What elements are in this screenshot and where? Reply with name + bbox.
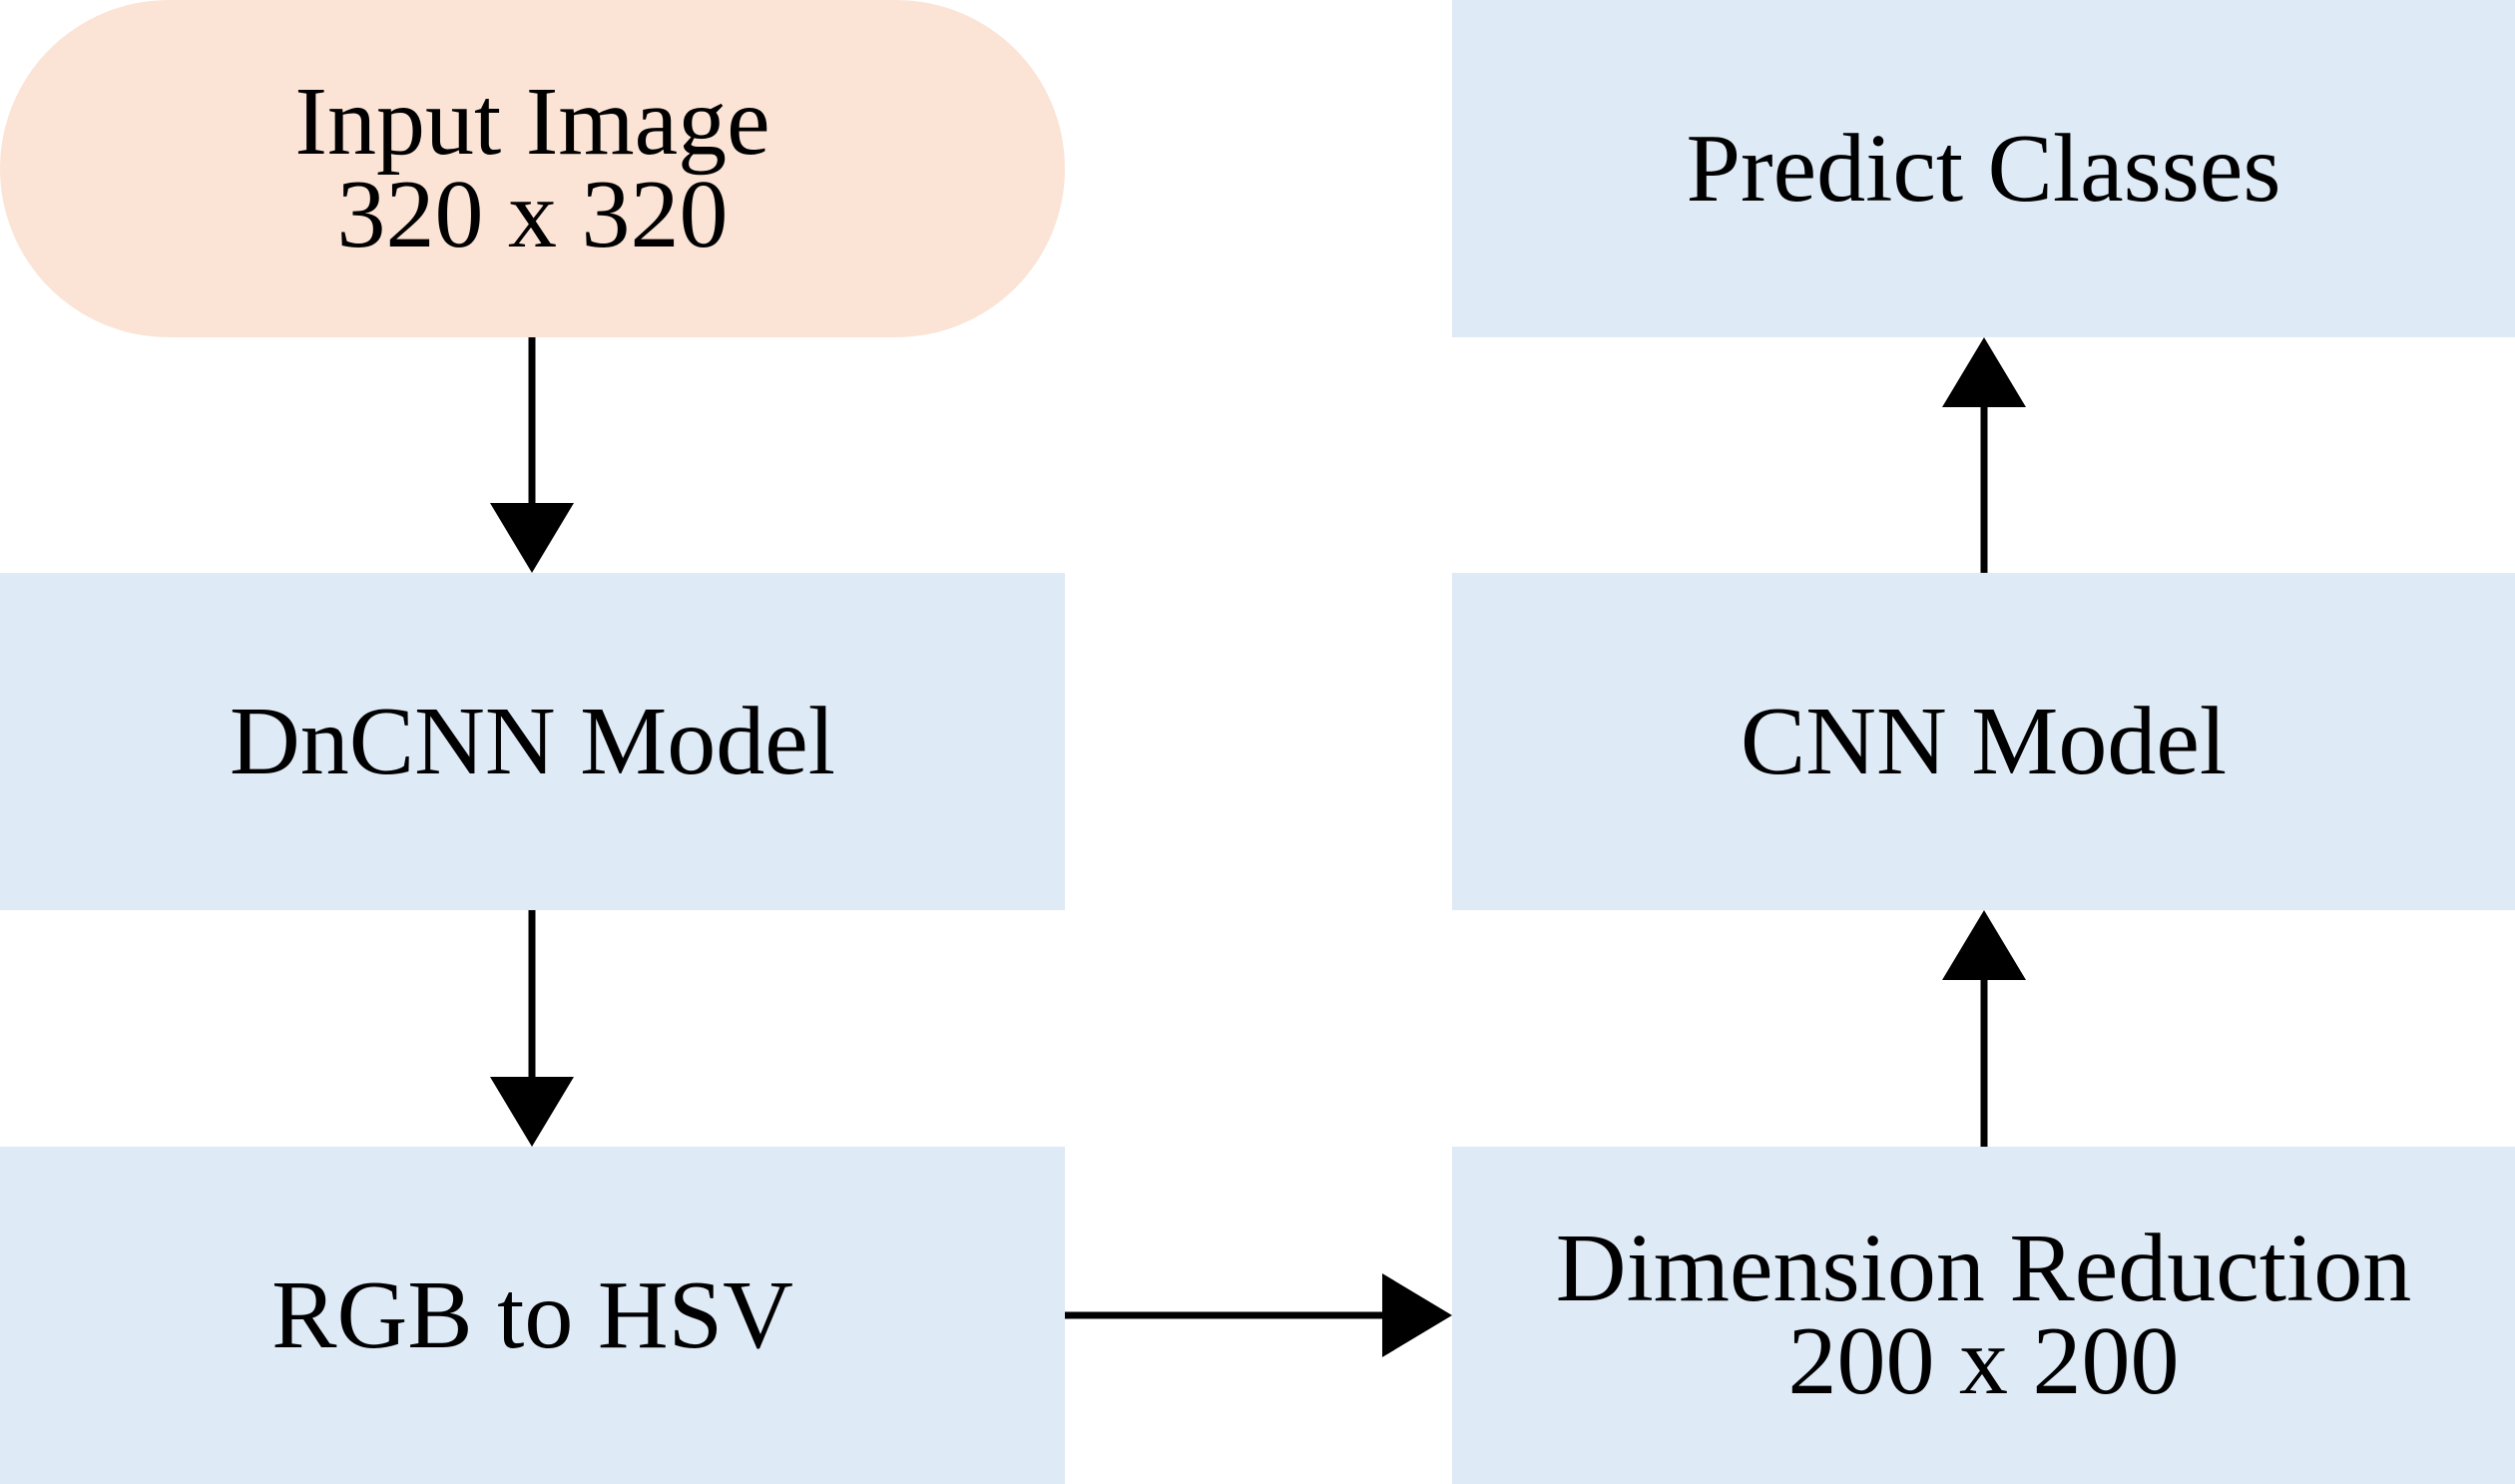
input-image-node: Input Image 320 x 320	[0, 0, 1065, 337]
arrow-rgb-to-dimension	[1065, 1273, 1452, 1357]
rgb-to-hsv-label: RGB to HSV	[271, 1260, 793, 1369]
arrow-dncnn-to-rgb	[490, 910, 574, 1147]
cnn-model-label: CNN Model	[1740, 687, 2228, 795]
input-image-title: Input Image	[294, 68, 770, 176]
predict-classes-label: Predict Classes	[1686, 114, 2281, 223]
dimension-reduction-title: Dimension Reduction	[1555, 1215, 2412, 1322]
dimension-reduction-size: 200 x 200	[1787, 1307, 2180, 1415]
arrow-dimension-to-cnn	[1942, 910, 2026, 1147]
arrow-cnn-to-predict	[1942, 337, 2026, 573]
rgb-to-hsv-node: RGB to HSV	[0, 1147, 1065, 1484]
dncnn-model-label: DnCNN Model	[229, 687, 836, 795]
dncnn-model-node: DnCNN Model	[0, 573, 1065, 910]
arrow-input-to-dncnn	[490, 337, 574, 573]
input-image-size: 320 x 320	[336, 161, 729, 268]
dimension-reduction-node: Dimension Reduction 200 x 200	[1452, 1147, 2515, 1484]
predict-classes-node: Predict Classes	[1452, 0, 2515, 337]
cnn-model-node: CNN Model	[1452, 573, 2515, 910]
